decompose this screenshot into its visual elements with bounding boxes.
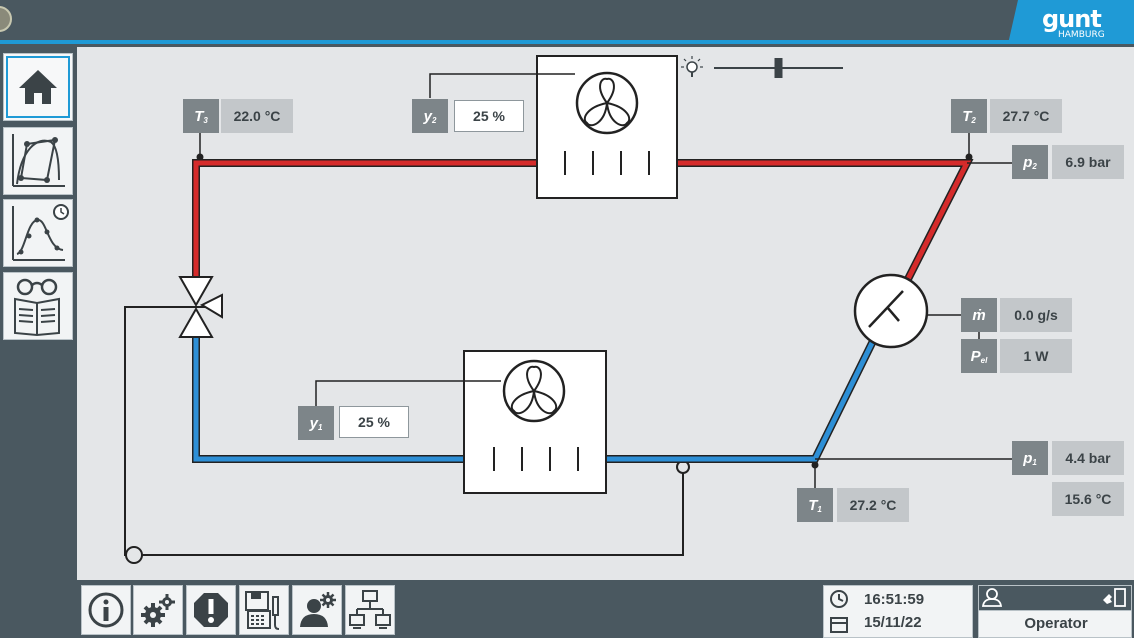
user-strip [979,586,1131,611]
mass-flow-value: 0.0 g/s [1000,298,1072,332]
t2-value: 27.7 °C [990,99,1062,133]
top-bar [0,0,1134,46]
condenser-icon [536,55,678,199]
expansion-valve-icon [178,276,223,338]
p2-value: 6.9 bar [1052,145,1124,179]
y1-input[interactable]: 25 % [339,406,409,438]
clock-time: 16:51:59 [864,591,925,608]
schematic-diagram [124,55,1012,564]
y2-input[interactable]: 25 % [454,100,524,132]
brand-sub: HAMBURG [1058,30,1105,40]
network-icon [349,590,391,629]
user-panel[interactable]: Operator [978,585,1132,638]
p1-value: 4.4 bar [1052,441,1124,475]
info-button[interactable] [81,585,131,635]
info-icon [88,592,124,628]
top-bar-accent-line [0,40,1018,44]
t1-value: 27.2 °C [837,488,909,522]
evaporator-icon [463,350,607,494]
settings-gears-icon [141,594,175,627]
home-icon [19,70,57,104]
alarm-icon [194,593,228,627]
lamp-slider-handle[interactable] [774,58,783,78]
time-chart-icon [12,204,69,261]
junction-bottom-left [125,546,143,564]
lamp-slider[interactable] [714,58,843,78]
compressor-icon [853,273,929,349]
data-logger-icon [245,591,280,630]
clock-icon [830,590,848,608]
alarm-button[interactable] [186,585,236,635]
calendar-icon [830,617,848,633]
network-button[interactable] [345,585,395,635]
settings-button[interactable] [133,585,183,635]
user-name: Operator [1024,615,1088,632]
sidebar-item-ph-diagram[interactable] [3,127,73,195]
brand-name: gunt [1042,5,1101,33]
login-icon [1103,588,1126,607]
clock-date: 15/11/22 [864,614,922,631]
user-icon [981,588,1003,607]
mass-flow-label: ṁ [961,298,997,332]
sidebar-item-documentation[interactable] [3,272,73,340]
t3-value: 22.0 °C [221,99,293,133]
sidebar-item-time-chart[interactable] [3,199,73,267]
ph-diagram-icon [12,134,65,187]
data-logger-button[interactable] [239,585,289,635]
documentation-icon [14,278,60,337]
brand-logo: gunt HAMBURG [1008,0,1134,44]
user-settings-button[interactable] [292,585,342,635]
clock-panel: 16:51:59 15/11/22 [823,585,973,638]
lamp-icon [681,56,703,77]
sidebar-item-home[interactable] [3,53,73,121]
pel-value: 1 W [1000,339,1072,373]
suction-temp-value: 15.6 °C [1052,482,1124,516]
user-settings-icon [300,592,336,627]
